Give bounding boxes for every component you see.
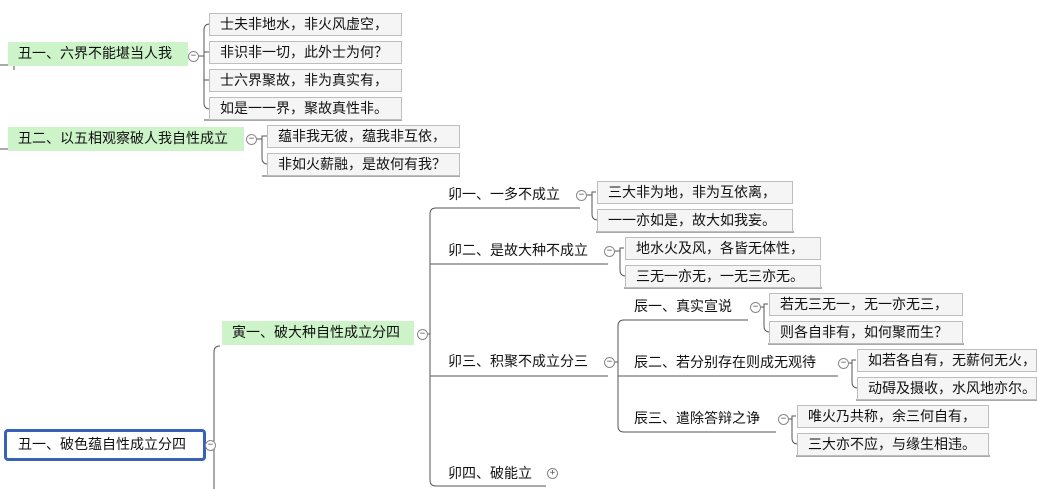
topic-chou1-six-realms[interactable]: 丑一、六界不能堪当人我 <box>8 42 188 66</box>
leaf-verse[interactable]: 若无三无一，无一亦无三， <box>769 293 963 316</box>
topic-label: 丑一、破色蕴自性成立分四 <box>18 437 186 453</box>
topic-label: 卯一、一多不成立 <box>448 187 560 203</box>
leaf-verse[interactable]: 如若各自有，无薪何无火， <box>857 349 1037 372</box>
leaf-verse[interactable]: 士夫非地水，非火风虚空， <box>209 13 402 36</box>
collapse-toggle-icon[interactable]: − <box>205 440 216 451</box>
topic-label: 辰一、真实宣说 <box>634 299 732 315</box>
topic-label: 辰二、若分别存在则成无观待 <box>634 355 816 371</box>
leaf-verse[interactable]: 三大非为地，非为互依离， <box>597 181 793 204</box>
topic-label: 卯三、积聚不成立分三 <box>448 354 588 370</box>
topic-label: 卯二、是故大种不成立 <box>448 243 588 259</box>
topic-label: 卯四、破能立 <box>448 466 532 482</box>
leaf-verse[interactable]: 地水火及风，各皆无体性， <box>625 237 821 260</box>
topic-label: 寅一、破大种自性成立分四 <box>232 325 400 341</box>
collapse-toggle-icon[interactable]: − <box>576 190 587 201</box>
expand-toggle-icon[interactable]: + <box>547 468 558 479</box>
topic-mao3[interactable]: 卯三、积聚不成立分三 <box>448 352 588 372</box>
leaf-verse[interactable]: 如是一一界，聚故真性非。 <box>209 97 402 120</box>
topic-mao1[interactable]: 卯一、一多不成立 <box>448 185 560 205</box>
topic-chen2[interactable]: 辰二、若分别存在则成无观待 <box>634 353 816 373</box>
topic-label: 丑一、六界不能堪当人我 <box>18 46 172 62</box>
topic-mao2[interactable]: 卯二、是故大种不成立 <box>448 241 588 261</box>
leaf-verse[interactable]: 非识非一切，此外士为何？ <box>209 41 402 64</box>
leaf-verse[interactable]: 三无一亦无，一无三亦无。 <box>625 265 821 288</box>
collapse-toggle-icon[interactable]: − <box>188 51 199 62</box>
collapse-toggle-icon[interactable]: − <box>838 358 849 369</box>
leaf-verse[interactable]: 唯火乃共称，余三何自有， <box>797 405 989 428</box>
topic-label: 丑二、以五相观察破人我自性成立 <box>18 131 228 147</box>
leaf-verse[interactable]: 动碍及摄收，水风地亦尔。 <box>857 377 1037 400</box>
topic-chen3[interactable]: 辰三、遣除答辩之诤 <box>634 409 760 429</box>
collapse-toggle-icon[interactable]: − <box>778 414 789 425</box>
collapse-toggle-icon[interactable]: − <box>604 357 615 368</box>
collapse-toggle-icon[interactable]: − <box>604 246 615 257</box>
topic-chen1[interactable]: 辰一、真实宣说 <box>634 297 732 317</box>
leaf-verse[interactable]: 则各自非有，如何聚而生？ <box>769 321 963 344</box>
leaf-verse[interactable]: 蕴非我无彼，蕴我非互依， <box>267 125 460 148</box>
leaf-verse[interactable]: 非如火薪融，是故何有我？ <box>267 153 460 176</box>
collapse-toggle-icon[interactable]: − <box>750 302 761 313</box>
collapse-toggle-icon[interactable]: − <box>417 329 428 340</box>
leaf-verse[interactable]: 士六界聚故，非为真实有， <box>209 69 402 92</box>
collapse-toggle-icon[interactable]: − <box>246 134 257 145</box>
topic-chou1-refute-form-selected[interactable]: 丑一、破色蕴自性成立分四 <box>4 429 206 461</box>
topic-mao4[interactable]: 卯四、破能立 <box>448 464 532 484</box>
topic-yin1[interactable]: 寅一、破大种自性成立分四 <box>222 321 414 345</box>
topic-label: 辰三、遣除答辩之诤 <box>634 411 760 427</box>
topic-chou2-five-aspects[interactable]: 丑二、以五相观察破人我自性成立 <box>8 127 244 151</box>
leaf-verse[interactable]: 一一亦如是，故大如我妄。 <box>597 209 793 232</box>
leaf-verse[interactable]: 三大亦不应，与缘生相违。 <box>797 433 989 456</box>
